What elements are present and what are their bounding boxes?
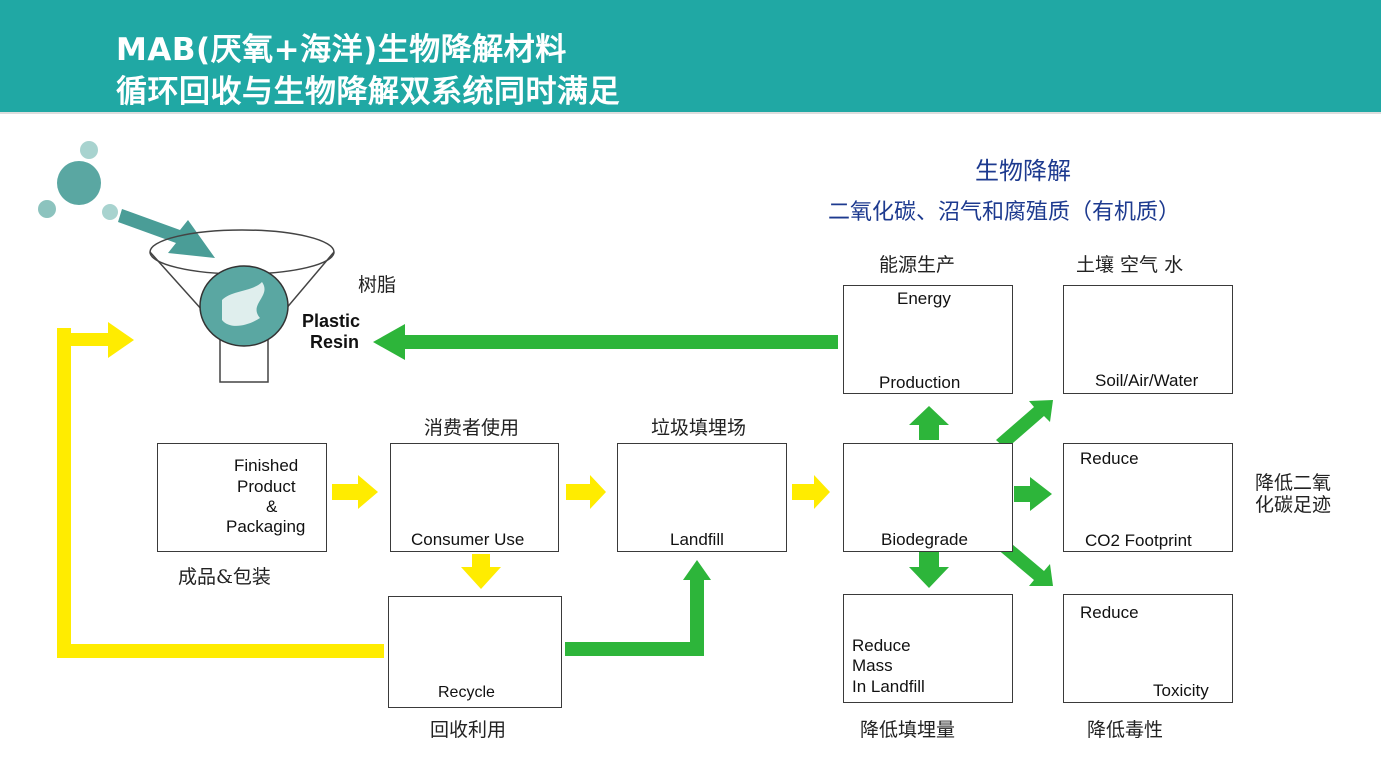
mass-label-2: Mass — [852, 656, 893, 675]
co2-label-top: Reduce — [1080, 449, 1139, 468]
reduce-mass-box — [843, 594, 1013, 703]
co2-label-bottom: CO2 Footprint — [1085, 531, 1192, 550]
title-line-1: MAB(厌氧+海洋)生物降解材料 — [116, 32, 567, 68]
title-line-2: 循环回收与生物降解双系统同时满足 — [116, 74, 620, 110]
soil-air-water-label-zh: 土壤 空气 水 — [1076, 254, 1184, 276]
resin-label-en-1: Plastic — [302, 311, 361, 331]
landfill-label-zh: 垃圾填埋场 — [651, 417, 747, 439]
biodegradation-title: 生物降解 — [975, 157, 1071, 185]
recycle-label: Recycle — [438, 684, 495, 701]
consumer-use-label: Consumer Use — [411, 530, 525, 549]
mass-label-3: In Landfill — [852, 677, 925, 696]
recycle-label-zh: 回收利用 — [430, 719, 507, 741]
biodegradation-subtitle: 二氧化碳、沼气和腐殖质（有机质） — [828, 200, 1181, 225]
consumer-use-box — [390, 443, 559, 552]
resin-label-en-2: Resin — [310, 332, 360, 352]
consumer-use-label-zh: 消费者使用 — [424, 417, 520, 439]
mass-label-1: Reduce — [852, 636, 911, 655]
resin-label-zh: 树脂 — [358, 274, 397, 296]
biodegrade-box — [843, 443, 1013, 552]
finished-label-2: Product — [237, 477, 296, 496]
energy-label-zh: 能源生产 — [879, 254, 956, 276]
energy-production-box — [843, 285, 1013, 394]
finished-label-3: & — [266, 497, 278, 516]
green-arrow-to-resin — [373, 324, 838, 360]
landfill-label: Landfill — [670, 530, 724, 549]
toxicity-label-bottom: Toxicity — [1153, 681, 1209, 700]
co2-label-zh-1: 降低二氧 — [1255, 472, 1332, 494]
soil-air-water-label: Soil/Air/Water — [1095, 371, 1199, 390]
yellow-return-loop — [57, 322, 384, 658]
mass-label-zh: 降低填埋量 — [860, 719, 956, 741]
energy-label-bottom: Production — [879, 373, 961, 392]
toxicity-label-top: Reduce — [1080, 603, 1139, 622]
resin-funnel-illustration — [38, 141, 335, 383]
yellow-flow-arrows — [332, 475, 830, 589]
finished-label-zh: 成品&包装 — [178, 566, 271, 588]
finished-product-box — [157, 443, 327, 552]
finished-label-4: Packaging — [226, 517, 306, 536]
soil-air-water-box — [1063, 285, 1233, 394]
reduce-toxicity-box — [1063, 594, 1233, 703]
green-arrow-to-landfill — [565, 560, 711, 656]
finished-label-1: Finished — [234, 456, 299, 475]
biodegrade-label: Biodegrade — [881, 530, 968, 549]
toxicity-label-zh: 降低毒性 — [1087, 719, 1164, 741]
recycle-box — [388, 596, 562, 708]
title-banner: MAB(厌氧+海洋)生物降解材料 循环回收与生物降解双系统同时满足 — [0, 0, 1381, 112]
landfill-box — [617, 443, 787, 552]
co2-footprint-box — [1063, 443, 1233, 552]
header-divider — [0, 112, 1381, 114]
co2-label-zh-2: 化碳足迹 — [1255, 494, 1332, 516]
energy-label-top: Energy — [897, 289, 951, 308]
